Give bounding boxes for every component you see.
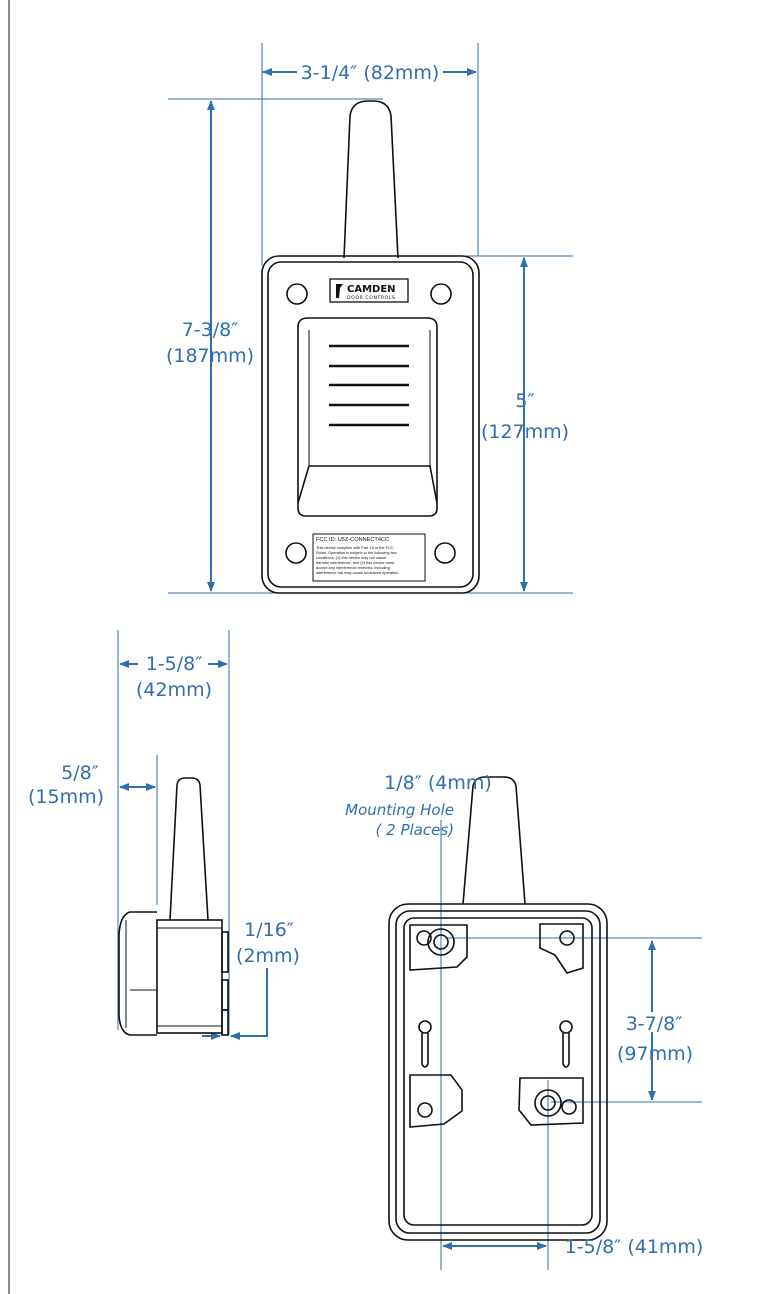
fcc-text-line: Rules. Operation is subject to the follo… (316, 550, 397, 555)
back-vertical-label-2: (97mm) (617, 1043, 693, 1065)
fcc-id: FCC ID: U5Z-CONNECT4CC (316, 537, 389, 543)
back-device (388, 776, 608, 1241)
logo-name: CAMDEN (347, 284, 396, 295)
back-body-inner (403, 917, 593, 1226)
front-body-outer (261, 255, 480, 594)
side-depth-label-2: (42mm) (136, 679, 212, 701)
front-height-label-2: (187mm) (166, 345, 254, 367)
front-device (261, 100, 480, 594)
side-antenna (169, 777, 209, 921)
side-cover-label-2: (15mm) (28, 786, 104, 808)
side-cover-label-1: 5/8″ (61, 762, 99, 784)
camden-logo: CAMDEN DOOR CONTROLS (329, 278, 409, 303)
side-extension-lines (117, 630, 230, 1035)
mounting-hole-bottom-icon (534, 1089, 562, 1117)
screw-hole-bottom-left (285, 542, 307, 564)
back-body-outer (388, 903, 608, 1241)
side-housing (156, 919, 223, 1034)
back-view: 1/8″ (4mm) Mounting Hole ( 2 Places) 3-7… (345, 772, 703, 1270)
fcc-text-line: accept any interference received, includ… (316, 565, 390, 570)
front-body-height-label-1: 5″ (515, 390, 534, 412)
side-device (118, 777, 229, 1036)
back-hole-note-2: ( 2 Places) (376, 821, 454, 839)
side-tab-bottom (221, 1009, 229, 1036)
keyhole-slot-right (559, 1020, 573, 1068)
front-antenna (343, 100, 399, 259)
side-tab-top (221, 931, 229, 973)
front-view: CAMDEN DOOR CONTROLS FCC ID: U5Z-CONNECT… (166, 43, 573, 594)
fcc-text-line: conditions: (1) this device may not caus… (316, 555, 386, 560)
fcc-label: FCC ID: U5Z-CONNECT4CC This device compl… (312, 533, 426, 582)
front-speaker-lower (309, 465, 438, 504)
side-tab-middle (221, 979, 229, 1011)
back-antenna (462, 776, 526, 905)
fcc-text-line: interference hat may cause undesired ope… (316, 570, 399, 575)
screw-hole-top-right (430, 283, 452, 305)
side-front-cover (118, 911, 157, 1036)
screw-hole-bottom-right (434, 542, 456, 564)
keyhole-slot-left (418, 1020, 432, 1068)
screw-hole-top-left (286, 283, 308, 305)
fcc-text-line: This device complies with Part 15 of the… (316, 545, 394, 550)
front-grille (329, 344, 409, 427)
side-gap-label-1: 1/16″ (244, 919, 294, 941)
mounting-hole-top-icon (427, 928, 455, 956)
front-speaker-frame (297, 317, 438, 517)
front-body-height-label-2: (127mm) (481, 421, 569, 443)
side-depth-label-1: 1-5/8″ (146, 653, 203, 675)
logo-mark-icon (336, 284, 343, 298)
front-body-inner (267, 261, 474, 588)
fcc-text-line: harmful interference, and (2) this devic… (316, 560, 395, 565)
logo-subtitle: DOOR CONTROLS (347, 295, 396, 301)
side-view: 1-5/8″ (42mm) 5/8″ (15mm) 1/16″ (2mm) (28, 630, 300, 1040)
back-vertical-label-1: 3-7/8″ (626, 1013, 683, 1035)
back-hole-label: 1/8″ (4mm) (384, 772, 492, 794)
front-height-label-1: 7-3/8″ (182, 319, 239, 341)
side-gap-label-2: (2mm) (236, 945, 300, 967)
back-hole-note-1: Mounting Hole (345, 801, 454, 819)
back-horizontal-label: 1-5/8″ (41mm) (565, 1236, 704, 1258)
back-body-mid (395, 910, 601, 1234)
front-width-label: 3-1/4″ (82mm) (301, 62, 440, 84)
side-gap-leader (230, 968, 268, 1040)
